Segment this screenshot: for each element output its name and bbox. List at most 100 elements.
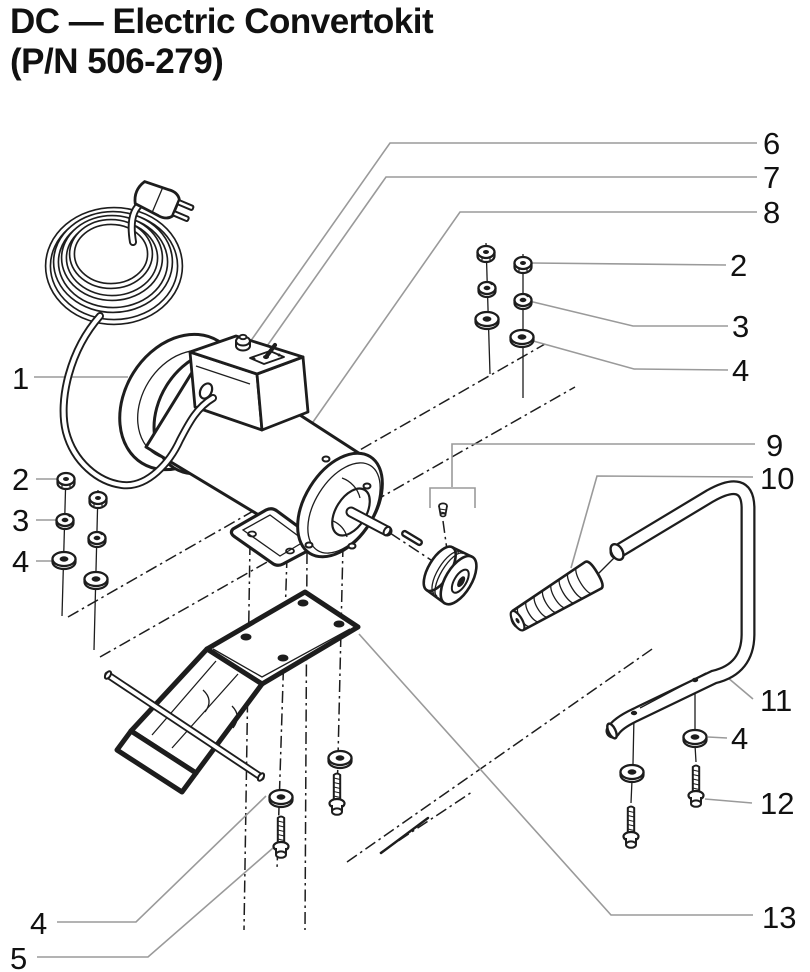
- screw-handle-2: [687, 764, 705, 808]
- grip-axis-line: [595, 556, 616, 577]
- callout-13: 13: [762, 900, 796, 935]
- handle-bolt-line-2: [630, 715, 635, 804]
- bracket-hole-2: [333, 620, 345, 628]
- motor-foot-hole-2: [285, 547, 295, 555]
- callout-3-left: 3: [12, 503, 29, 538]
- nut-left-1: [56, 471, 76, 491]
- lock-washer-left-2: [87, 530, 107, 549]
- page-title-line1: DC — Electric Convertokit: [10, 2, 434, 41]
- nut-top-2: [513, 255, 533, 275]
- lock-washer-top-1: [477, 280, 497, 299]
- handle-tube-flat-end: [606, 722, 618, 740]
- flat-washer-top-1: [474, 310, 500, 331]
- callout-8: 8: [763, 195, 780, 230]
- callout-4-left: 4: [12, 544, 29, 579]
- handle-hole-1: [691, 677, 699, 683]
- handle-assembly: [509, 480, 756, 740]
- face-bolt-3: [304, 541, 314, 549]
- handle-tube: [605, 480, 756, 740]
- face-bolt-1: [321, 455, 331, 463]
- cord-grip-fitting: [198, 382, 214, 400]
- screw-bottom-2: [328, 772, 346, 816]
- leader-7: [259, 176, 757, 357]
- leader-9: [429, 443, 755, 508]
- handle-grip: [509, 560, 604, 632]
- front-plate-slot-2: [332, 520, 348, 538]
- bracket-flange: [114, 728, 199, 795]
- power-cord: [44, 180, 217, 490]
- page-title-line2: (P/N 506-279): [10, 41, 224, 81]
- callout-5: 5: [10, 941, 27, 972]
- handle-tube-open-end: [609, 542, 625, 562]
- flat-washer-bottom-2: [327, 749, 353, 770]
- callout-6: 6: [763, 126, 780, 161]
- power-cord-coil: [44, 206, 184, 326]
- callout-11: 11: [760, 683, 792, 718]
- page-title: DC — Electric Convertokit (P/N 506-279): [10, 2, 434, 82]
- junction-box-panel-line: [195, 365, 251, 385]
- bracket-hole-3: [240, 633, 252, 641]
- flat-washer-top-2: [509, 328, 535, 349]
- leader-5: [37, 847, 274, 958]
- lock-washer-top-2: [513, 292, 533, 311]
- phantom-frame-lower-1: [346, 646, 656, 863]
- stack-line-top-1: [485, 242, 491, 375]
- mounting-bracket: [103, 589, 361, 795]
- breaker-button: [235, 333, 251, 352]
- junction-box: [188, 333, 310, 432]
- set-screw: [438, 502, 448, 518]
- power-cord-tail: [59, 312, 217, 490]
- leader-6: [249, 142, 757, 343]
- lock-washer-left-1: [55, 512, 75, 531]
- setscrew-axis: [442, 520, 448, 551]
- drive-parts: [401, 502, 478, 606]
- callout-4-bottom: 4: [30, 906, 47, 941]
- bracket-web-detail: [151, 660, 239, 749]
- power-plug: [133, 180, 195, 223]
- leader-13: [358, 633, 753, 916]
- motor: [118, 332, 393, 567]
- frame-edge-segment: [379, 816, 430, 855]
- stack-line-left-1: [61, 471, 67, 617]
- callout-2-right: 2: [730, 248, 747, 283]
- callout-9: 9: [766, 428, 783, 463]
- leader-8: [312, 211, 757, 423]
- support-rod: [103, 670, 266, 782]
- callout-3-right: 3: [732, 309, 749, 344]
- leader-12: [704, 798, 753, 804]
- pulley: [422, 545, 478, 606]
- leader-3-right: [528, 300, 728, 327]
- callout-4-handle: 4: [731, 721, 748, 756]
- stack-line-left-2: [93, 489, 99, 651]
- callout-4-right: 4: [732, 353, 749, 388]
- flat-washer-handle-1: [619, 763, 645, 784]
- shaft-key: [401, 529, 423, 547]
- leader-4-bottom: [57, 795, 267, 923]
- face-bolt-2: [362, 482, 372, 490]
- motor-foot-hole-1: [247, 530, 257, 538]
- bracket-plate-inner-edge: [212, 628, 351, 678]
- flat-washer-left-2: [83, 570, 109, 591]
- toggle-switch: [249, 342, 285, 365]
- handle-hole-2: [630, 710, 638, 716]
- callout-12: 12: [760, 786, 794, 821]
- callout-1: 1: [12, 361, 29, 396]
- leader-4-handle: [707, 736, 728, 739]
- shaft-axis: [389, 532, 435, 563]
- flat-washer-left-1: [51, 550, 77, 571]
- callout-10: 10: [760, 461, 794, 496]
- callout-labels: 1 2 3 4 4 5 6 7 8 2 3 4 9 10 11 4 12 13: [10, 126, 796, 972]
- leader-4-right: [525, 338, 729, 371]
- screw-handle-1: [622, 805, 640, 849]
- bracket-hole-4: [277, 654, 289, 662]
- leader-2-right: [530, 262, 727, 266]
- leader-lines: [34, 142, 757, 958]
- face-bolt-4: [347, 542, 357, 550]
- nut-left-2: [88, 490, 108, 510]
- bracket-hole-1: [297, 599, 309, 607]
- motor-shaft: [345, 506, 393, 537]
- bolt-axis-1: [243, 542, 251, 931]
- junction-box-top-face: [188, 334, 305, 376]
